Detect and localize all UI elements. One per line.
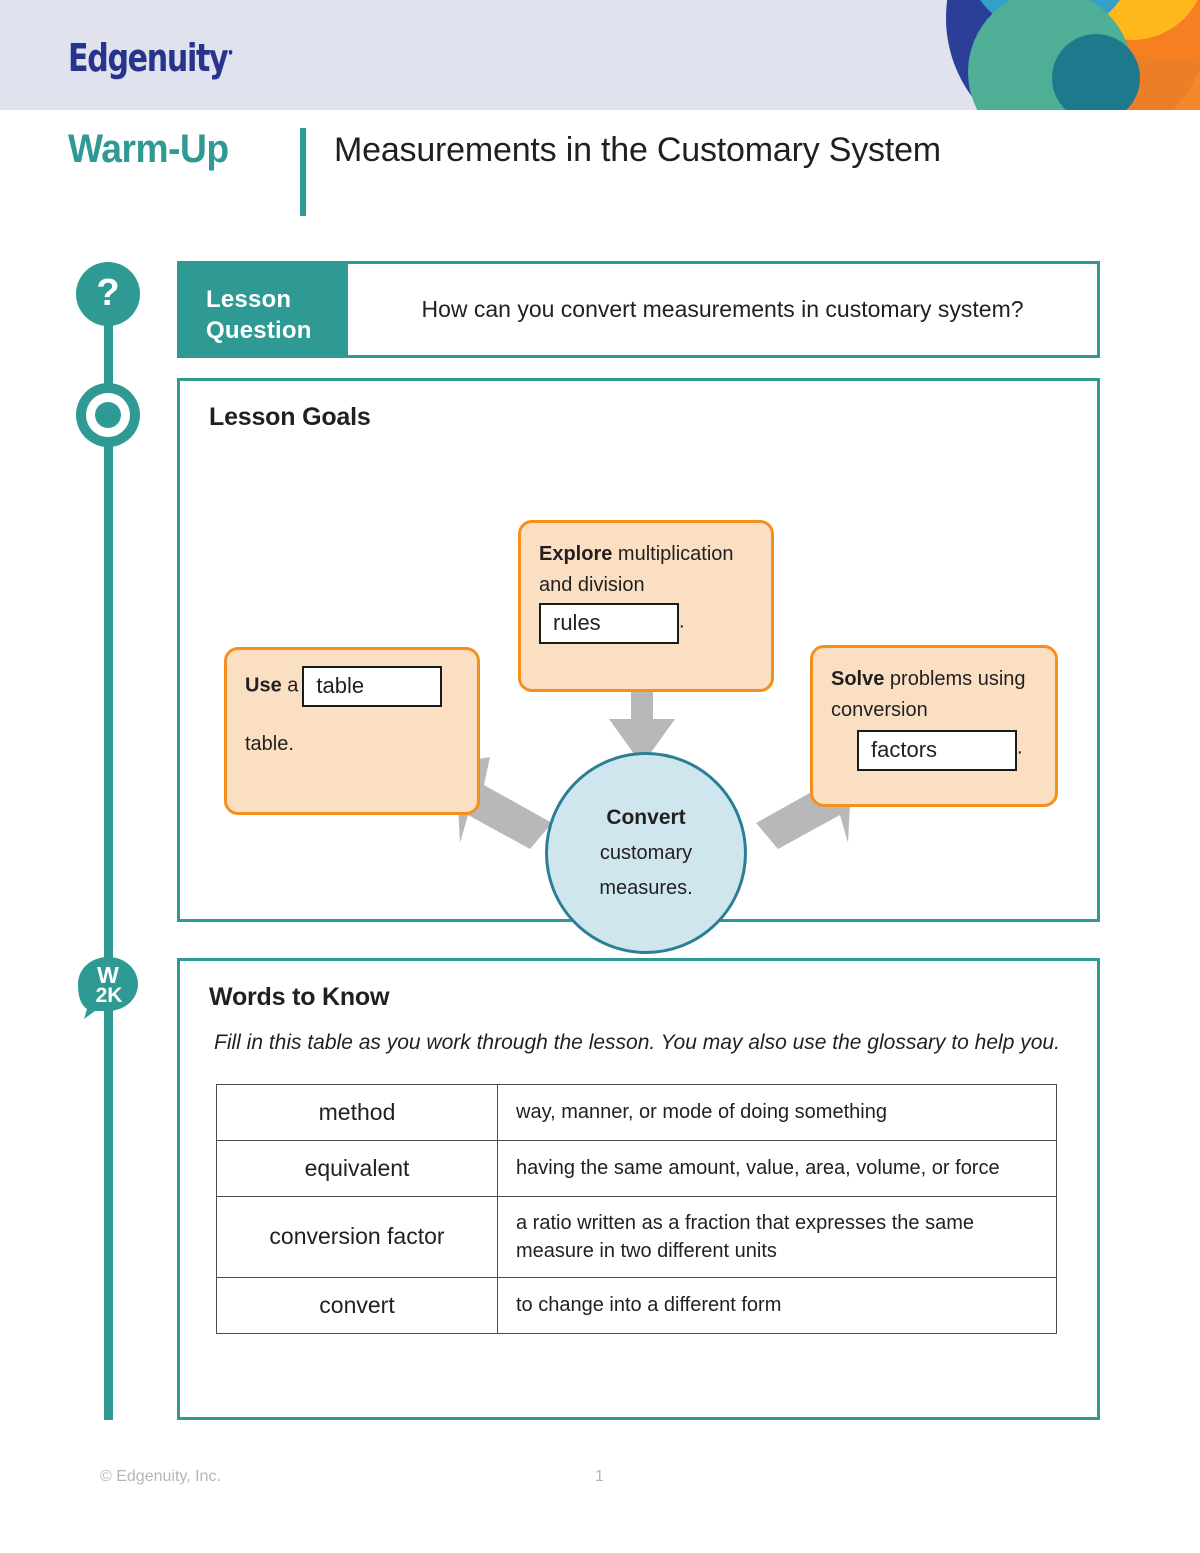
goal-use-text-after: table.	[245, 732, 294, 755]
target-ring-middle	[86, 393, 130, 437]
goal-use-blank[interactable]: table	[302, 666, 443, 707]
goal-box-explore: Explore multiplication and division rule…	[518, 520, 774, 692]
words-to-know-table: method way, manner, or mode of doing som…	[216, 1083, 1057, 1334]
question-mark-icon: ?	[76, 262, 140, 326]
goal-explore-keyword: Explore	[539, 543, 613, 565]
goal-explore-period: .	[679, 610, 685, 633]
words-to-know-panel: Words to Know Fill in this table as you …	[177, 958, 1100, 1420]
vocab-term: convert	[216, 1276, 498, 1334]
header-bar: Edgenuity•	[0, 0, 1200, 110]
copyright-text: © Edgenuity, Inc.	[100, 1468, 221, 1485]
page-title-row: Warm-Up Measurements in the Customary Sy…	[68, 127, 1118, 216]
table-row: conversion factor a ratio written as a f…	[216, 1195, 1057, 1278]
edgenuity-logo: Edgenuity•	[68, 36, 234, 80]
w2k-label-top: W	[97, 962, 119, 988]
goal-explore-text: multiplication and division	[539, 543, 734, 596]
trademark-mark: •	[227, 46, 234, 62]
goal-explore-blank[interactable]: rules	[539, 603, 679, 644]
arrow-down-icon	[609, 675, 675, 765]
lesson-question-label: Lesson Question	[180, 264, 348, 355]
vocab-definition[interactable]: to change into a different form	[497, 1276, 1057, 1334]
table-row: method way, manner, or mode of doing som…	[216, 1083, 1057, 1141]
lesson-question-text: How can you convert measurements in cust…	[421, 296, 1024, 322]
goal-solve-blank[interactable]: factors	[857, 730, 1017, 771]
words-to-know-heading: Words to Know	[209, 983, 390, 1011]
goal-use-keyword: Use	[245, 674, 282, 697]
table-row: equivalent having the same amount, value…	[216, 1139, 1057, 1197]
vocab-term: method	[216, 1083, 498, 1141]
lesson-goals-diagram: Explore multiplication and division rule…	[180, 432, 1097, 954]
vocab-term: conversion factor	[216, 1195, 498, 1278]
title-divider	[300, 128, 306, 216]
goal-solve-keyword: Solve	[831, 668, 885, 690]
colorful-circles-graphic	[946, 0, 1200, 110]
goal-box-solve: Solve problems using conversion factors.	[810, 645, 1058, 807]
lesson-question-label-line2: Question	[206, 317, 312, 345]
section-label: Warm-Up	[68, 127, 229, 171]
page-number: 1	[595, 1468, 604, 1485]
table-row: convert to change into a different form	[216, 1276, 1057, 1334]
lesson-goals-panel: Lesson Goals Explore multiplication and …	[177, 378, 1100, 954]
convert-circle-line1: Convert	[606, 805, 686, 829]
vocab-term: equivalent	[216, 1139, 498, 1197]
page-title: Measurements in the Customary System	[334, 131, 941, 169]
goal-solve-text: problems using conversion	[831, 668, 1026, 721]
edgenuity-logo-text: Edgenuity	[68, 36, 229, 80]
vocab-definition[interactable]: way, manner, or mode of doing something	[497, 1083, 1057, 1141]
lesson-question-label-line1: Lesson	[206, 286, 292, 313]
words-to-know-instructions: Fill in this table as you work through t…	[214, 1031, 1060, 1054]
timeline-rail	[104, 300, 113, 1420]
convert-circle-line2: customary	[599, 842, 693, 865]
target-ring-inner	[95, 402, 121, 428]
vocab-definition[interactable]: having the same amount, value, area, vol…	[497, 1139, 1057, 1197]
arrow-down-right-icon	[456, 757, 552, 849]
lesson-goals-heading: Lesson Goals	[209, 403, 371, 431]
lesson-question-box: Lesson Question How can you convert meas…	[177, 261, 1100, 358]
convert-circle: Convert customary measures.	[545, 752, 747, 954]
w2k-label-bottom: 2K	[96, 984, 123, 1007]
w2k-speech-bubble-icon: W 2K	[76, 955, 140, 1019]
convert-circle-line3: measures.	[599, 877, 693, 900]
goal-solve-period: .	[1017, 736, 1023, 759]
goal-use-text: a	[281, 674, 299, 697]
vocab-definition[interactable]: a ratio written as a fraction that expre…	[497, 1195, 1057, 1278]
target-icon	[76, 383, 140, 447]
